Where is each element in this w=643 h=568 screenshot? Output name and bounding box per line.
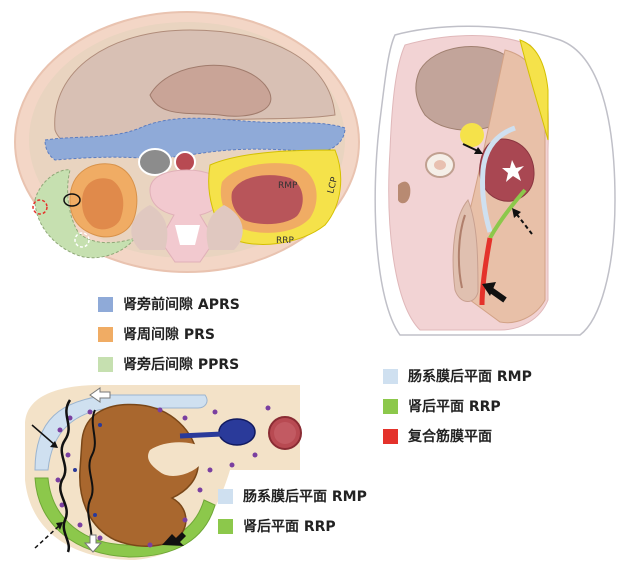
legend-label-rrp-bottom: 肾后平面 RRP (243, 519, 336, 535)
spinal-canal (175, 225, 200, 245)
kidney-closeup-panel (25, 385, 302, 560)
closeup-renal-vein-branch (179, 431, 223, 439)
closeup-arrow-thin-head (50, 441, 58, 448)
legend-spaces: 肾旁前间隙 APRS 肾周间隙 PRS 肾旁后间隙 PPRS (98, 289, 240, 379)
sagittal-star (502, 160, 524, 182)
legend-label-prs: 肾周间隙 PRS (123, 327, 215, 343)
closeup-arrow-dashed-head (56, 522, 63, 530)
legend-item-pprs: 肾旁后间隙 PPRS (98, 349, 240, 379)
closeup-arrow-dashed (34, 524, 61, 549)
sagittal-rmp-plane (480, 125, 516, 233)
left-kidney (231, 175, 303, 225)
legend-label-aprs: 肾旁前间隙 APRS (123, 297, 240, 313)
label-lcp: LCP (326, 175, 340, 194)
legend-label-rmp-right: 肠系膜后平面 RMP (408, 369, 532, 385)
sagittal-yellow-body (460, 123, 484, 147)
aorta (174, 151, 196, 173)
legend-swatch-rmp-bottom (218, 488, 233, 504)
label-rmp: RMP (278, 181, 298, 191)
legend-swatch-rmp-right (383, 368, 398, 384)
legend-label-rmp-bottom: 肠系膜后平面 RMP (243, 489, 367, 505)
legend-planes-bottom: 肠系膜后平面 RMP 肾后平面 RRP (218, 481, 367, 541)
closeup-purple-dots (55, 405, 271, 548)
arrow-small-black-head (474, 147, 483, 154)
sagittal-bowel-inner (434, 160, 446, 170)
right-kidney (82, 178, 124, 230)
sagittal-rrp-plane (488, 188, 527, 239)
psoas-muscle (131, 205, 168, 250)
marker-white-dashed (74, 232, 90, 248)
closeup-black-wavy-line (59, 399, 72, 553)
closeup-kidney (79, 403, 199, 547)
closeup-arrow-thick (162, 532, 186, 546)
legend-label-pprs: 肾旁后间隙 PPRS (123, 357, 240, 373)
legend-planes-right: 肠系膜后平面 RMP 肾后平面 RRP 复合筋膜平面 (383, 361, 532, 451)
posterior-pararenal-space (34, 169, 137, 259)
marker-red-dashed (32, 199, 48, 215)
sagittal-yellow-fat (519, 39, 549, 141)
legend-label-combined: 复合筋膜平面 (408, 429, 492, 445)
label-rrp: RRP (276, 236, 295, 246)
sagittal-section-panel (374, 25, 616, 336)
arrow-thick-black-head (482, 282, 496, 296)
legend-item-rmp-right: 肠系膜后平面 RMP (383, 361, 532, 391)
psoas-muscle-left (206, 205, 243, 250)
arrow-dashed (514, 211, 533, 235)
legend-item-rrp-right: 肾后平面 RRP (383, 391, 532, 421)
sagittal-colon (398, 181, 411, 204)
legend-label-rrp-right: 肾后平面 RRP (408, 399, 501, 415)
axial-cross-section-panel: RMP LCP RRP (14, 11, 360, 273)
marker-black (63, 193, 81, 207)
closeup-black-wavy-line-2 (87, 409, 96, 546)
closeup-rmp-plane (34, 394, 208, 471)
closeup-rrp-plane (34, 477, 216, 558)
legend-item-prs: 肾周间隙 PRS (98, 319, 240, 349)
legend-swatch-aprs (98, 296, 113, 312)
legend-item-rmp-bottom: 肠系膜后平面 RMP (218, 481, 367, 511)
legend-item-rrp-bottom: 肾后平面 RRP (218, 511, 367, 541)
closeup-renal-sinus (148, 442, 240, 476)
closeup-arrow-white-bottom (83, 534, 103, 553)
legend-swatch-rrp-right (383, 398, 398, 414)
legend-swatch-rrp-bottom (218, 518, 233, 534)
legend-item-combined: 复合筋膜平面 (383, 421, 532, 451)
closeup-aorta-inner (274, 422, 296, 444)
closeup-arrow-thin (31, 424, 56, 446)
legend-item-aprs: 肾旁前间隙 APRS (98, 289, 240, 319)
intestine-loop (149, 64, 272, 117)
sagittal-psoas-inner (457, 214, 466, 289)
legend-swatch-prs (98, 326, 113, 342)
legend-swatch-pprs (98, 356, 113, 372)
closeup-renal-vein (218, 418, 256, 446)
legend-swatch-combined (383, 428, 398, 444)
duodenum (138, 148, 172, 176)
closeup-arrow-white-top (89, 387, 111, 403)
arrow-dashed-head (512, 208, 521, 218)
sagittal-combined-plane (479, 237, 493, 306)
